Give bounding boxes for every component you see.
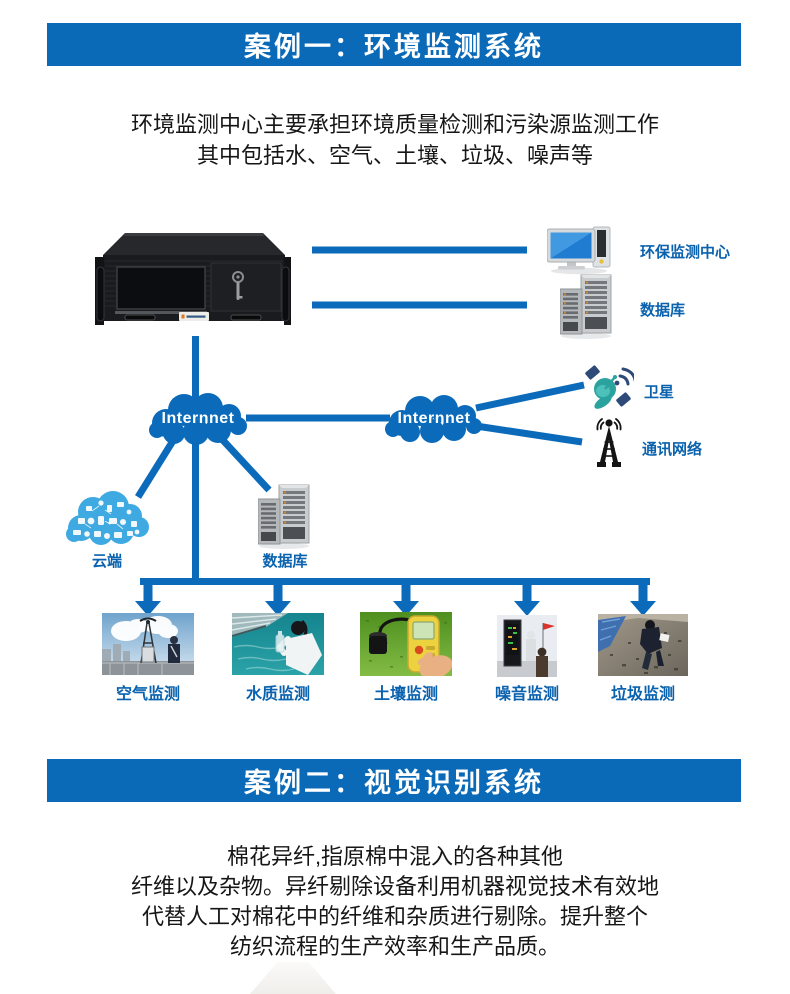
antenna-tower-icon: [591, 416, 627, 468]
database-bottom-label: 数据库: [262, 553, 308, 570]
database-bottom-icon: [258, 484, 310, 550]
water-monitoring-photo: [232, 613, 324, 675]
industrial-computer-image: [95, 227, 291, 337]
station-caption-air: 空气监测: [115, 686, 180, 703]
station-caption-noise: 噪音监测: [494, 686, 559, 703]
desktop-computer-icon: [547, 225, 617, 275]
case2-body-line2: 纤维以及杂物。异纤剔除设备利用机器视觉技术有效地: [130, 874, 659, 899]
case2-body-line1: 棉花异纤,指原棉中混入的各种其他: [226, 844, 564, 869]
case1-intro-line2: 其中包括水、空气、土壤、垃圾、噪声等: [196, 143, 593, 168]
soil-monitoring-photo: [360, 612, 452, 676]
station-caption-garbage: 垃圾监测: [610, 686, 675, 703]
case1-banner: 案例一：环境监测系统: [47, 23, 741, 66]
station-caption-soil: 土壤监测: [373, 686, 438, 703]
internet-left-label: Internnet: [161, 410, 235, 427]
monitor-center-label: 环保监测中心: [640, 244, 731, 261]
case2-body-line3: 代替人工对棉花中的纤维和杂质进行剔除。提升整个: [141, 904, 648, 929]
internet-cloud-right: Internnet: [382, 395, 486, 443]
satellite-icon: [584, 362, 634, 410]
case1-title: 案例一：环境监测系统: [244, 32, 544, 62]
cloud-label: 云端: [91, 553, 122, 570]
iot-cloud-icon: [61, 490, 151, 550]
internet-right-label: Internnet: [397, 410, 471, 427]
database-top-icon: [560, 274, 612, 340]
noise-monitoring-photo: [497, 615, 557, 677]
case1-intro-line1: 环境监测中心主要承担环境质量检测和污染源监测工作: [130, 112, 659, 137]
air-monitoring-photo: [102, 613, 194, 675]
case2-body: 棉花异纤,指原棉中混入的各种其他 纤维以及杂物。异纤剔除设备利用机器视觉技术有效…: [0, 842, 790, 962]
case1-intro: 环境监测中心主要承担环境质量检测和污染源监测工作 其中包括水、空气、土壤、垃圾、…: [0, 109, 790, 171]
station-caption-water: 水质监测: [245, 686, 310, 703]
case2-body-line4: 纺织流程的生产效率和生产品质。: [229, 934, 560, 959]
database-top-label: 数据库: [640, 302, 686, 319]
comm-network-label: 通讯网络: [642, 441, 703, 458]
internet-cloud-left: Internnet: [146, 393, 250, 445]
satellite-label: 卫星: [644, 384, 675, 401]
case2-title: 案例二：视觉识别系统: [244, 768, 544, 798]
case2-banner: 案例二：视觉识别系统: [47, 759, 741, 802]
garbage-monitoring-photo: [598, 614, 688, 676]
